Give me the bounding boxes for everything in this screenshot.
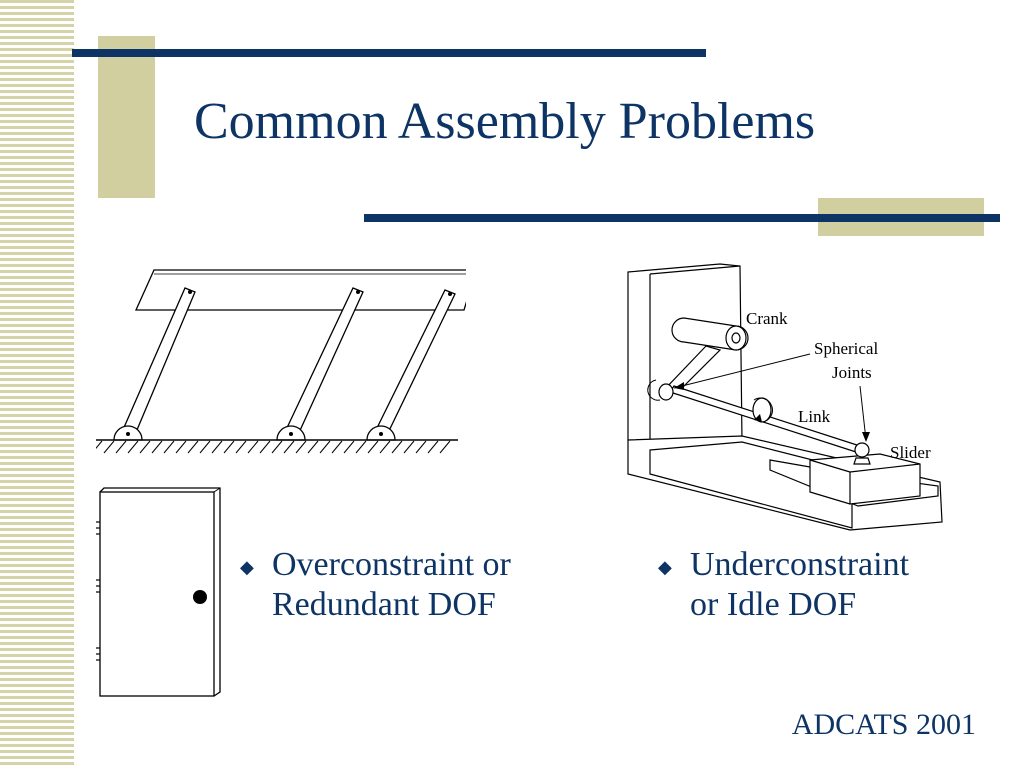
slide-title: Common Assembly Problems [194, 93, 816, 150]
bullet-text-line2: Redundant DOF [272, 586, 496, 623]
bullet-text-line2: or Idle DOF [690, 586, 857, 623]
bullet-text-line1: Underconstraint [690, 546, 910, 583]
label-crank: Crank [746, 309, 788, 328]
label-link: Link [798, 407, 831, 426]
crank-slider-figure: Crank Spherical Joints Link Slider [627, 263, 943, 531]
diamond-bullet-icon: ◆ [240, 557, 254, 577]
title-deco-block [98, 36, 155, 198]
parallel-linkage-figure [96, 269, 466, 454]
title-bottom-rule [364, 214, 1000, 222]
bullet-underconstraint: ◆ Underconstraint or Idle DOF [658, 545, 910, 625]
label-spherical: Spherical [814, 339, 878, 358]
title-top-rule [72, 49, 706, 57]
label-joints: Joints [832, 363, 872, 382]
door-figure [96, 487, 221, 697]
left-stripe-bar [0, 0, 74, 768]
diamond-bullet-icon: ◆ [658, 557, 672, 577]
label-slider: Slider [890, 443, 931, 462]
bullet-text-line1: Overconstraint or [272, 546, 511, 583]
slide-footer: ADCATS 2001 [791, 708, 976, 741]
bullet-overconstraint: ◆ Overconstraint or Redundant DOF [240, 545, 511, 625]
